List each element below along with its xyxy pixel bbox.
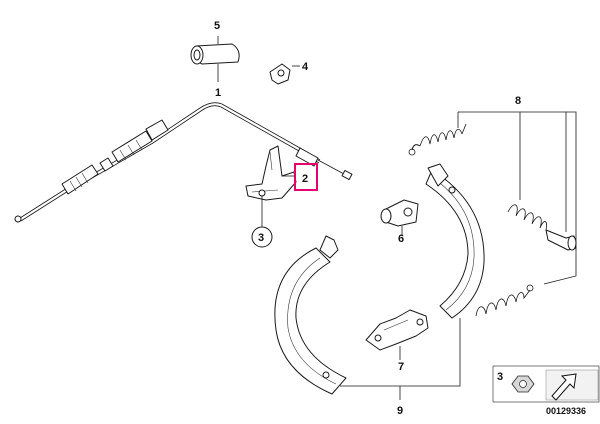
- legend-box: 3: [492, 365, 600, 403]
- brake-shoes[interactable]: [274, 163, 485, 400]
- callout-1: 1: [215, 87, 221, 99]
- parking-brake-cable[interactable]: [14, 102, 353, 223]
- callout-9: 9: [397, 405, 403, 417]
- grommet[interactable]: [190, 36, 240, 82]
- cable-clip[interactable]: [269, 63, 300, 85]
- callout-7: 7: [398, 361, 404, 373]
- spring-kit[interactable]: [408, 111, 577, 317]
- callout-8: 8: [515, 95, 521, 107]
- legend-number: 3: [497, 371, 503, 383]
- callout-5: 5: [214, 20, 220, 32]
- highlight-box-part-2: [294, 163, 318, 191]
- arrow-icon: [545, 369, 599, 401]
- callout-3: 3: [258, 232, 264, 244]
- expander-lever[interactable]: [365, 309, 429, 360]
- cable-bracket[interactable]: [245, 145, 297, 228]
- adjuster[interactable]: [380, 199, 419, 236]
- drawing-number: 00129336: [546, 406, 586, 416]
- callout-4: 4: [302, 61, 309, 73]
- callout-6: 6: [398, 233, 404, 245]
- nut[interactable]: [251, 226, 273, 248]
- callout-2[interactable]: 2: [302, 173, 308, 185]
- nut-icon: [511, 375, 535, 393]
